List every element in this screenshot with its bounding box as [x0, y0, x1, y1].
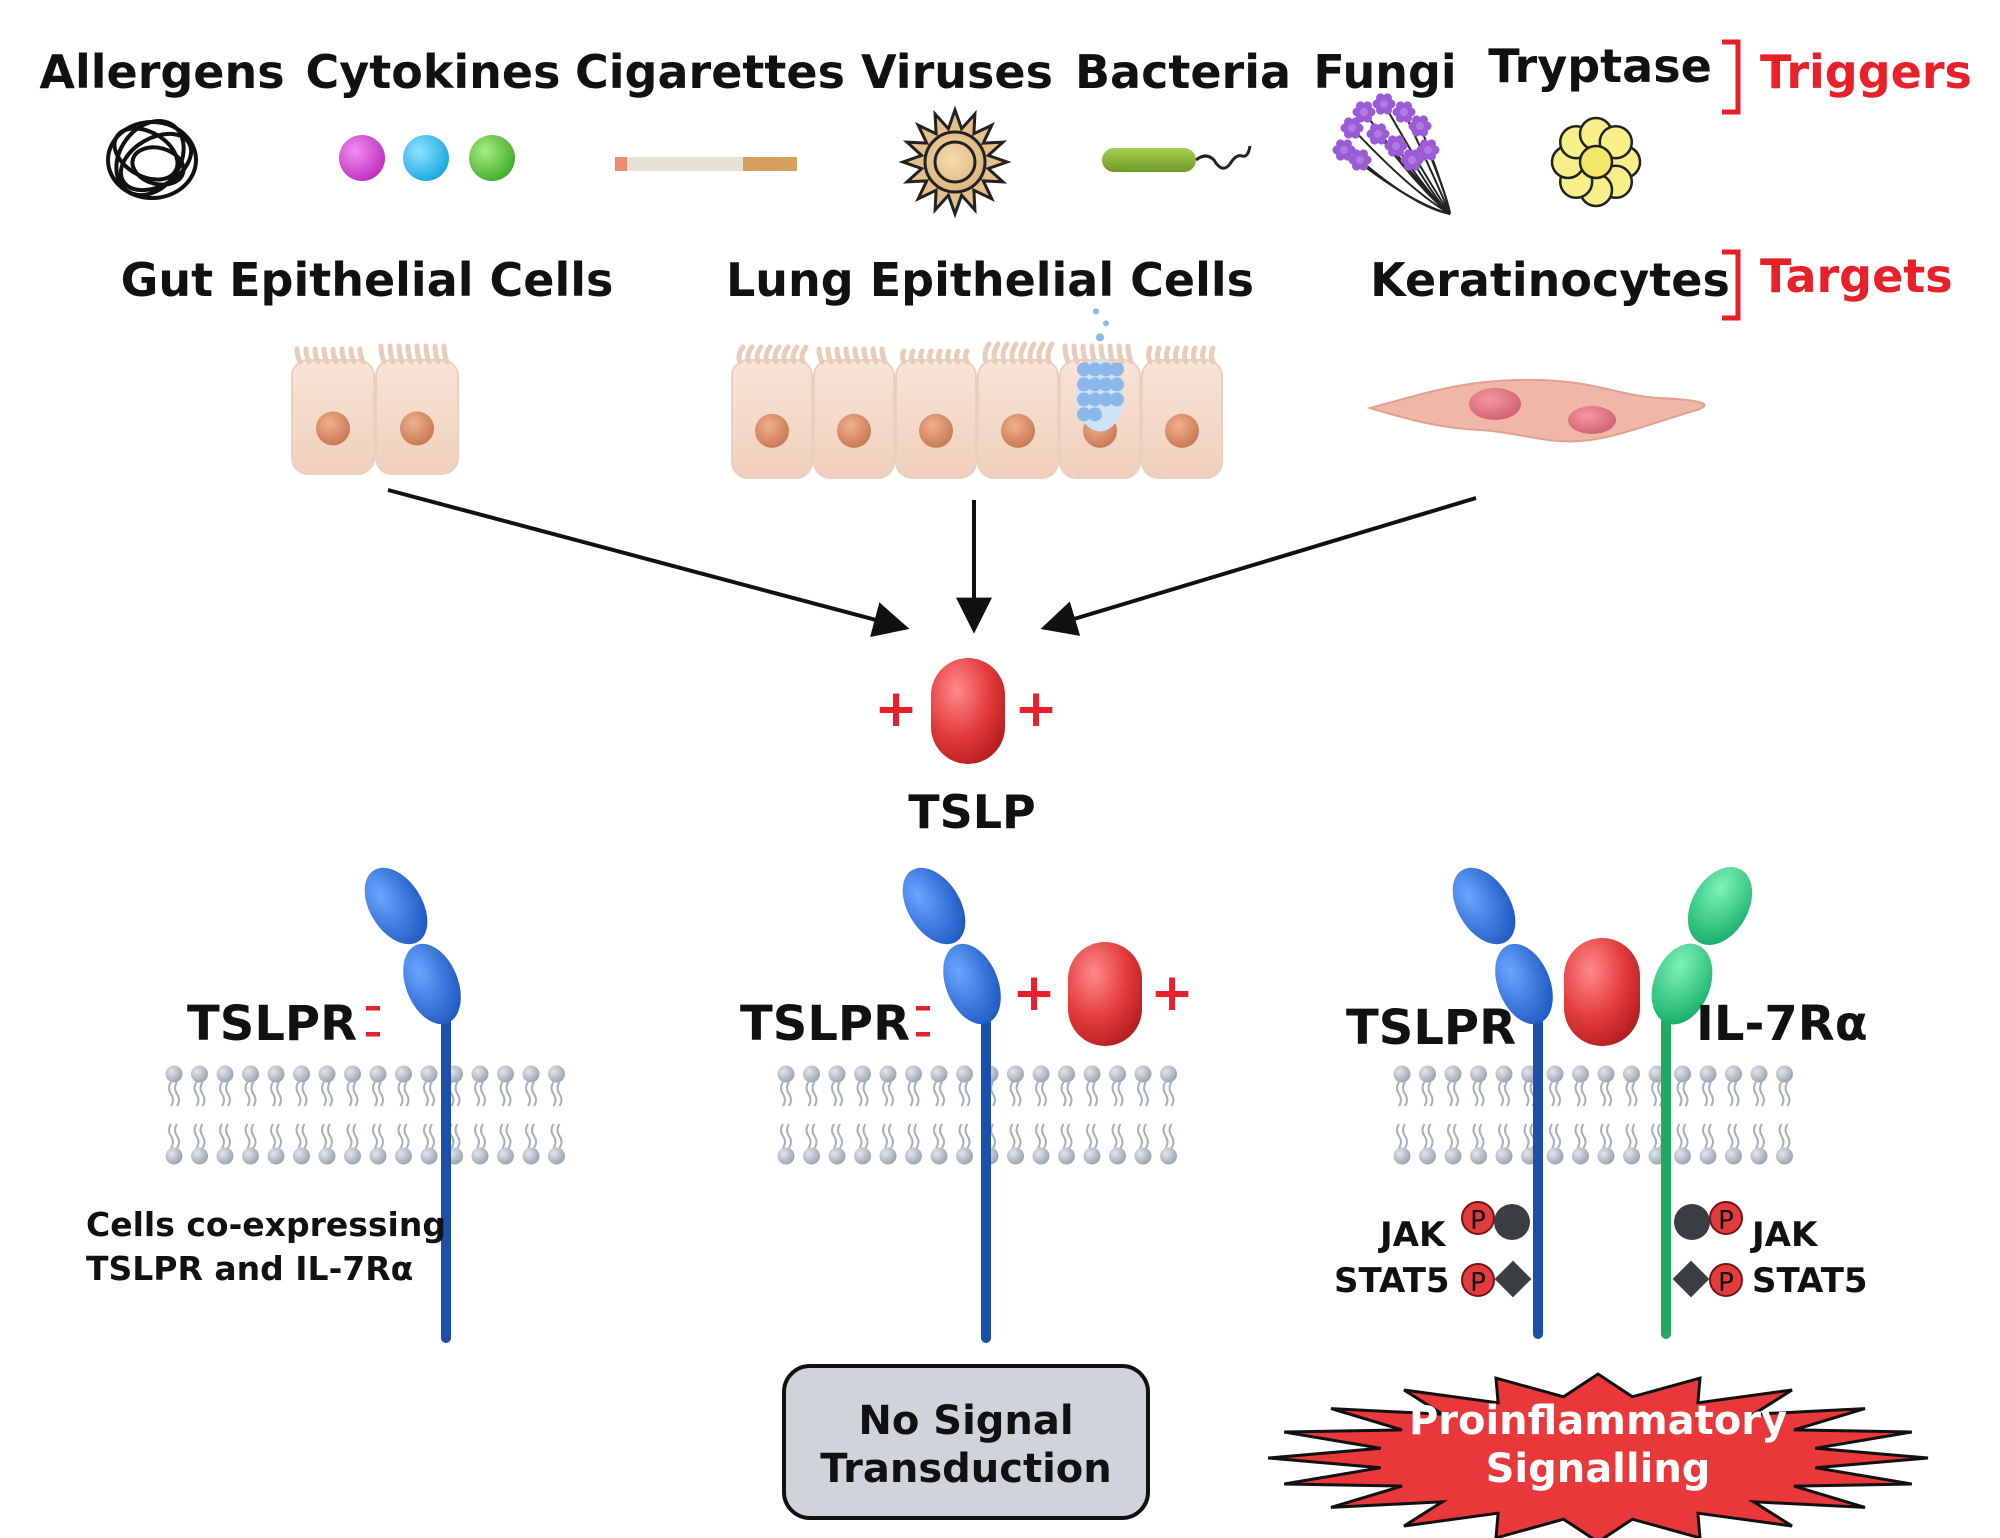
cytokine-icon — [339, 135, 515, 181]
stat5-label-right: STAT5 — [1752, 1261, 1868, 1301]
tslpr-domain-top-left — [364, 867, 428, 945]
trigger-cigarettes-label: Cigarettes — [575, 45, 845, 99]
tslpr-domain-bottom-left — [403, 943, 461, 1025]
coexpress-note-line2: TSLPR and IL-7Rα — [86, 1249, 413, 1288]
virus-icon — [898, 105, 1012, 219]
panel-proinflammatory: TSLPR IL-7Rα JAK STAT5 P P P P JAK STAT5 — [1267, 867, 1929, 1538]
membrane-right — [1392, 1064, 1794, 1166]
tslpr-charge-middle-1: – — [914, 986, 932, 1027]
triggers-row: Allergens Cytokines Cigarettes Viruses B… — [39, 39, 1972, 219]
no-signal-box — [782, 1364, 1150, 1520]
il7r-label: IL-7Rα — [1696, 996, 1868, 1052]
jak-label-right: JAK — [1750, 1215, 1819, 1255]
fungi-icon — [1332, 93, 1451, 215]
tslpr-charge-middle-2: – — [914, 1012, 932, 1053]
tslp-charge-left: + — [874, 679, 918, 739]
tslpr-label-middle: TSLPR — [740, 996, 910, 1052]
tslp-unbound-charge-left: + — [1012, 963, 1056, 1023]
target-keratinocytes-label: Keratinocytes — [1370, 253, 1730, 307]
phospho-p-stat5-left: P — [1470, 1268, 1486, 1298]
il7r-domain-bottom — [1651, 943, 1713, 1025]
tslpr-domain-top-middle — [902, 867, 966, 945]
tslpr-charge-left-2: – — [364, 1012, 382, 1053]
tslp-unbound-middle — [1068, 942, 1142, 1046]
bacteria-icon — [1102, 145, 1252, 172]
allergen-icon — [106, 118, 198, 200]
keratinocytes-illustration — [1366, 378, 1706, 443]
trigger-tryptase-label: Tryptase — [1488, 39, 1712, 93]
tslp-label: TSLP — [908, 785, 1036, 839]
triggers-bracket — [1722, 39, 1741, 115]
trigger-bacteria-label: Bacteria — [1075, 45, 1291, 99]
jak-left — [1494, 1204, 1530, 1240]
coexpress-note-line1: Cells co-expressing — [86, 1205, 446, 1244]
stat5-left — [1494, 1260, 1532, 1298]
tslp-charge-right: + — [1014, 679, 1058, 739]
tslp-bound — [1564, 938, 1640, 1046]
target-gut-label: Gut Epithelial Cells — [121, 253, 614, 307]
stat5-right — [1672, 1260, 1710, 1298]
arrow-keratinocytes-to-tslp — [1040, 496, 1477, 636]
membrane-left — [164, 1064, 566, 1166]
phospho-p-jak-right: P — [1718, 1206, 1734, 1236]
membrane-middle — [776, 1064, 1178, 1166]
trigger-allergens-label: Allergens — [39, 45, 284, 99]
stat5-label-left: STAT5 — [1334, 1261, 1450, 1301]
phospho-jak-left: P — [1461, 1201, 1530, 1240]
tslpr-charge-left-1: – — [364, 986, 382, 1027]
gut-epithelial-cells-illustration — [291, 343, 459, 475]
lung-epithelial-cells-illustration — [731, 308, 1223, 479]
target-lung-label: Lung Epithelial Cells — [726, 253, 1254, 307]
jak-label-left: JAK — [1378, 1215, 1447, 1255]
tslpr-domain-bottom-middle — [943, 943, 1001, 1025]
no-signal-line1: No Signal — [858, 1398, 1073, 1444]
tslpr-label-right: TSLPR — [1346, 1000, 1516, 1056]
panel-no-signal: TSLPR – – + + No Signal Transduction — [740, 867, 1194, 1520]
trigger-viruses-label: Viruses — [861, 45, 1053, 99]
phospho-p-stat5-right: P — [1718, 1268, 1734, 1298]
phospho-p-jak-left: P — [1470, 1206, 1486, 1236]
proinflammatory-burst — [1267, 1372, 1929, 1538]
tryptase-icon — [1550, 116, 1642, 208]
converging-arrows — [387, 488, 1477, 638]
targets-bracket-label: Targets — [1760, 249, 1953, 303]
il7r-domain-top — [1687, 867, 1753, 945]
phospho-jak-right: P — [1674, 1201, 1743, 1240]
proinflammatory-line1: Proinflammatory — [1409, 1398, 1787, 1444]
phospho-stat5-left: P — [1461, 1260, 1532, 1298]
phospho-stat5-right: P — [1672, 1260, 1743, 1298]
triggers-bracket-label: Triggers — [1760, 45, 1972, 99]
no-signal-line2: Transduction — [820, 1446, 1112, 1492]
tslpr-domain-top-right — [1452, 867, 1516, 945]
trigger-cytokines-label: Cytokines — [305, 45, 560, 99]
tslp-unbound-charge-right: + — [1150, 963, 1194, 1023]
proinflammatory-line2: Signalling — [1486, 1446, 1711, 1492]
tslpr-domain-bottom-right — [1495, 943, 1553, 1025]
targets-row: Gut Epithelial Cells Lung Epithelial Cel… — [121, 249, 1953, 321]
cigarette-icon — [615, 157, 797, 171]
arrow-gut-to-tslp — [387, 488, 910, 638]
tslpr-label-left: TSLPR — [187, 996, 357, 1052]
targets-bracket — [1722, 249, 1741, 321]
tslp-molecule: + + — [874, 658, 1058, 764]
panel-tslpr-alone: TSLPR – – Cells co-expressing TSLPR and … — [86, 867, 461, 1343]
trigger-fungi-label: Fungi — [1313, 45, 1456, 99]
jak-right — [1674, 1204, 1710, 1240]
